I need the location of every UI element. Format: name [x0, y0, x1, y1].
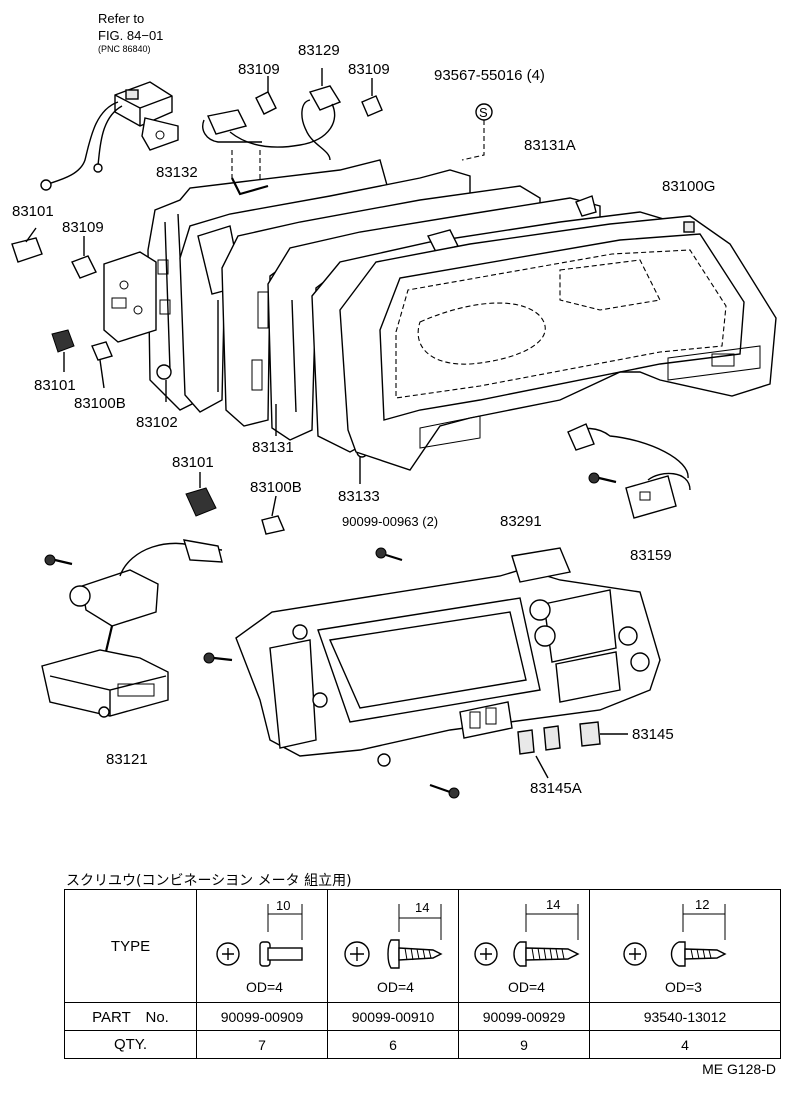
screw-type-1: 10 OD=4	[196, 889, 328, 1003]
label-83132: 83132	[156, 164, 198, 181]
length-1: 10	[276, 898, 290, 913]
label-83109-c: 83109	[62, 219, 104, 236]
label-83129: 83129	[298, 42, 340, 59]
label-83101-a: 83101	[12, 203, 54, 220]
part-no-4: 93540-13012	[589, 1002, 781, 1031]
catalog-code: ME G128-D	[702, 1061, 776, 1077]
label-83100G: 83100G	[662, 178, 715, 195]
lens-83145	[579, 721, 628, 747]
bulb-83129-wire	[229, 68, 342, 161]
od-2: OD=4	[377, 979, 414, 995]
part-labels: Refer to FIG. 84−01 (PNC 86840) 83109 83…	[12, 11, 715, 797]
label-83102: 83102	[136, 414, 178, 431]
wire-socket-assembly	[40, 81, 179, 191]
label-83131A: 83131A	[524, 137, 576, 154]
refer-text-3: (PNC 86840)	[98, 44, 151, 54]
screw-90099-00963	[375, 547, 403, 562]
label-90099-00963: 90099-00963 (2)	[342, 514, 438, 529]
socket-83101-mid	[51, 329, 75, 372]
od-1: OD=4	[246, 979, 283, 995]
label-83133: 83133	[338, 488, 380, 505]
screw-icon-2: 14 OD=4	[344, 900, 443, 995]
connector-83159	[567, 423, 691, 519]
wedge-bulb-83101-left	[11, 227, 43, 263]
label-93567: 93567-55016 (4)	[434, 67, 545, 84]
meter-assembly-body	[203, 547, 661, 799]
lens-83145A	[517, 725, 561, 755]
bulb-83109-top	[255, 76, 277, 115]
qty-3: 9	[458, 1030, 590, 1059]
screw-spec-table: TYPE 10 OD=4 14 OD=4	[64, 889, 781, 1059]
table-caption: スクリユウ(コンビネーシヨン メータ 組立用)	[66, 873, 352, 889]
qty-1: 7	[196, 1030, 328, 1059]
part-no-header: PART No.	[64, 1002, 197, 1031]
front-glass-83100G	[339, 215, 777, 471]
label-83159: 83159	[630, 547, 672, 564]
screw-type-2: 14 OD=4	[327, 889, 459, 1003]
od-3: OD=4	[508, 979, 545, 995]
label-83101-b: 83101	[34, 377, 76, 394]
label-83145A: 83145A	[530, 780, 582, 797]
od-4: OD=3	[665, 979, 702, 995]
length-4: 12	[695, 897, 709, 912]
label-83145: 83145	[632, 726, 674, 743]
exploded-parts-diagram: S	[11, 11, 777, 799]
screw-type-3: 14 OD=4	[458, 889, 590, 1003]
refer-text-1: Refer to	[98, 11, 144, 26]
screw-icon-4: 12 OD=3	[623, 897, 727, 995]
part-no-1: 90099-00909	[196, 1002, 328, 1031]
part-no-2: 90099-00910	[327, 1002, 459, 1031]
screw-icon-3: 14 OD=4	[474, 897, 580, 995]
socket-83101-lower	[185, 472, 217, 517]
bulb-83109-right	[361, 78, 383, 117]
qty-2: 6	[327, 1030, 459, 1059]
label-83121: 83121	[106, 751, 148, 768]
bulb-83109-left	[71, 236, 97, 279]
label-83100B-b: 83100B	[250, 479, 302, 496]
length-3: 14	[546, 897, 560, 912]
back-plate-83102	[103, 251, 157, 343]
screw-icon-1: 10 OD=4	[216, 898, 303, 995]
screw-type-4: 12 OD=3	[589, 889, 781, 1003]
refer-text-2: FIG. 84−01	[98, 28, 163, 43]
qty-4: 4	[589, 1030, 781, 1059]
label-83101-c: 83101	[172, 454, 214, 471]
bulb-83100B-lower	[261, 495, 285, 535]
odometer-unit-83121	[41, 539, 223, 718]
length-2: 14	[415, 900, 429, 915]
socket-cable-left	[202, 109, 262, 182]
label-83291: 83291	[500, 513, 542, 530]
qty-header: QTY.	[64, 1030, 197, 1059]
label-83109-b: 83109	[348, 61, 390, 78]
svg-text:S: S	[479, 105, 488, 120]
label-83131: 83131	[252, 439, 294, 456]
type-header: TYPE	[64, 889, 197, 1003]
label-83109-a: 83109	[238, 61, 280, 78]
bulb-83100B-mid	[91, 341, 113, 389]
screw-s-marker: S	[461, 103, 493, 161]
label-83100B-a: 83100B	[74, 395, 126, 412]
part-no-3: 90099-00929	[458, 1002, 590, 1031]
